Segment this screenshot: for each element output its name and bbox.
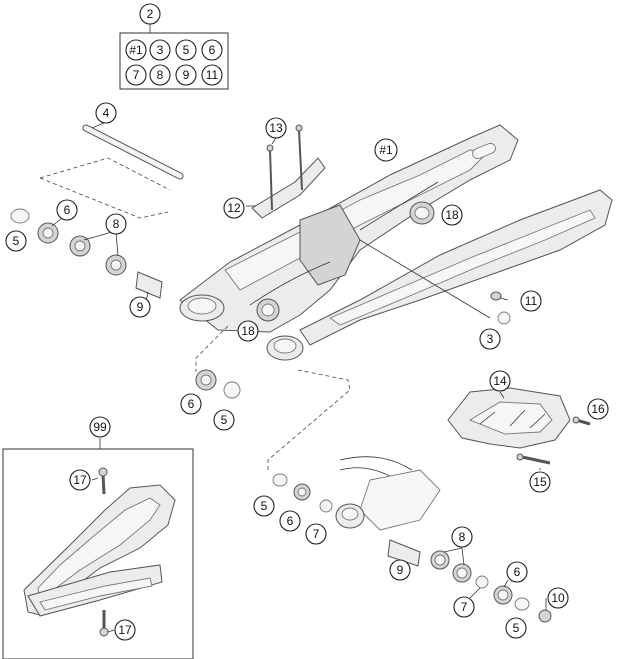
- callout-13: 13: [265, 117, 287, 139]
- callout-10: 10: [547, 587, 569, 609]
- svg-text:17: 17: [73, 473, 87, 487]
- svg-text:11: 11: [525, 294, 538, 308]
- callout-8-lower: 8: [451, 526, 473, 548]
- svg-text:5: 5: [183, 43, 190, 57]
- svg-text:8: 8: [113, 217, 120, 231]
- callout-8-left: 8: [105, 213, 127, 235]
- callout-9-lower: 9: [389, 559, 411, 581]
- callout-5-left: 5: [5, 230, 27, 252]
- callout-6-middle: 6: [180, 393, 202, 415]
- svg-text:6: 6: [64, 203, 71, 217]
- swingarm-body: [179, 124, 613, 361]
- callout-1: #1: [374, 138, 398, 162]
- callout-99: 99: [89, 416, 111, 438]
- kit-item-1: #1: [125, 39, 147, 61]
- bearing-18-lower: [256, 298, 280, 322]
- callout-2: 2: [139, 3, 161, 25]
- callout-17-upper: 17: [69, 469, 91, 491]
- lower-bearing-group-right: [387, 539, 552, 623]
- svg-text:13: 13: [269, 121, 283, 135]
- svg-text:3: 3: [157, 43, 164, 57]
- svg-text:17: 17: [118, 623, 132, 637]
- svg-text:8: 8: [459, 530, 466, 544]
- kit-item-3: 5: [175, 39, 197, 61]
- lower-pivot-housing: [335, 503, 365, 529]
- kit-item-8: 11: [201, 64, 223, 86]
- kit-item-6: 8: [149, 64, 171, 86]
- callout-17-lower: 17: [114, 619, 136, 641]
- svg-text:9: 9: [137, 300, 144, 314]
- chain-guide: [447, 387, 571, 449]
- screw-17-lower: [99, 610, 109, 637]
- svg-text:2: 2: [147, 7, 154, 21]
- svg-text:4: 4: [103, 106, 110, 120]
- kit-item-4: 6: [201, 39, 223, 61]
- pivot-shaft: [82, 124, 184, 180]
- kit-item-7: 9: [175, 64, 197, 86]
- svg-text:5: 5: [513, 621, 520, 635]
- svg-text:6: 6: [514, 565, 521, 579]
- callout-7-lower: 7: [305, 523, 327, 545]
- chain-guide-bracket: [251, 124, 326, 219]
- svg-text:99: 99: [93, 420, 107, 434]
- callout-5-middle: 5: [213, 409, 235, 431]
- kit-item-2: 3: [149, 39, 171, 61]
- callout-15: 15: [529, 471, 551, 493]
- callout-9-left: 9: [129, 296, 151, 318]
- svg-text:15: 15: [533, 475, 547, 489]
- callout-11: 11: [520, 290, 542, 312]
- washer-3: [497, 311, 511, 325]
- left-bearing-group: [10, 208, 163, 299]
- bolt-15: [516, 453, 551, 465]
- svg-text:12: 12: [227, 201, 241, 215]
- callout-5-right: 5: [505, 617, 527, 639]
- svg-text:5: 5: [13, 234, 20, 248]
- svg-text:14: 14: [493, 374, 507, 388]
- callout-6-lower: 6: [279, 510, 301, 532]
- svg-text:6: 6: [209, 43, 216, 57]
- svg-text:11: 11: [206, 68, 219, 82]
- svg-text:7: 7: [133, 68, 140, 82]
- callout-7-right: 7: [453, 596, 475, 618]
- svg-text:18: 18: [241, 324, 255, 338]
- callout-18-lower: 18: [237, 320, 259, 342]
- option-kit-box: [2, 448, 194, 659]
- bolt-11: [490, 291, 502, 301]
- lower-bearing-group-left: [272, 473, 333, 513]
- callout-14: 14: [489, 370, 511, 392]
- svg-text:9: 9: [397, 563, 404, 577]
- svg-text:#1: #1: [379, 143, 393, 157]
- svg-text:18: 18: [445, 208, 459, 222]
- callout-6-left: 6: [56, 199, 78, 221]
- kit-item-5: 7: [125, 64, 147, 86]
- callout-5-lower: 5: [253, 495, 275, 517]
- callout-12: 12: [223, 197, 245, 219]
- callout-16: 16: [587, 398, 609, 420]
- svg-text:7: 7: [461, 600, 468, 614]
- svg-text:5: 5: [221, 413, 228, 427]
- callout-6-right: 6: [506, 561, 528, 583]
- callout-18-upper: 18: [441, 204, 463, 226]
- callout-3: 3: [479, 328, 501, 350]
- alternate-chain-guide: [23, 484, 176, 617]
- svg-text:6: 6: [287, 514, 294, 528]
- bolt-16: [572, 416, 591, 426]
- svg-text:3: 3: [487, 332, 494, 346]
- parts-kit-box: [119, 32, 229, 90]
- svg-text:6: 6: [188, 397, 195, 411]
- svg-text:8: 8: [157, 68, 164, 82]
- svg-text:10: 10: [551, 591, 565, 605]
- screw-17-upper: [98, 467, 108, 495]
- svg-text:7: 7: [313, 527, 320, 541]
- bearing-pair-middle: [195, 369, 241, 399]
- bearing-18-upper: [409, 201, 435, 225]
- svg-text:5: 5: [261, 499, 268, 513]
- svg-text:16: 16: [591, 402, 605, 416]
- callout-4: 4: [95, 102, 117, 124]
- svg-text:#1: #1: [129, 43, 143, 57]
- svg-text:9: 9: [183, 68, 190, 82]
